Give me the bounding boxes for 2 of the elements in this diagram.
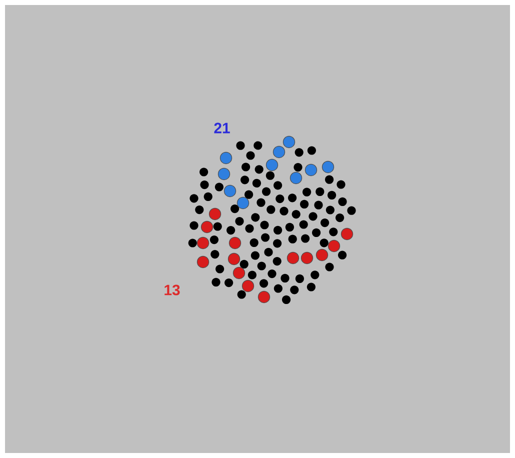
- spiral-count: 21: [214, 122, 230, 134]
- spiral-count: 13: [164, 284, 180, 296]
